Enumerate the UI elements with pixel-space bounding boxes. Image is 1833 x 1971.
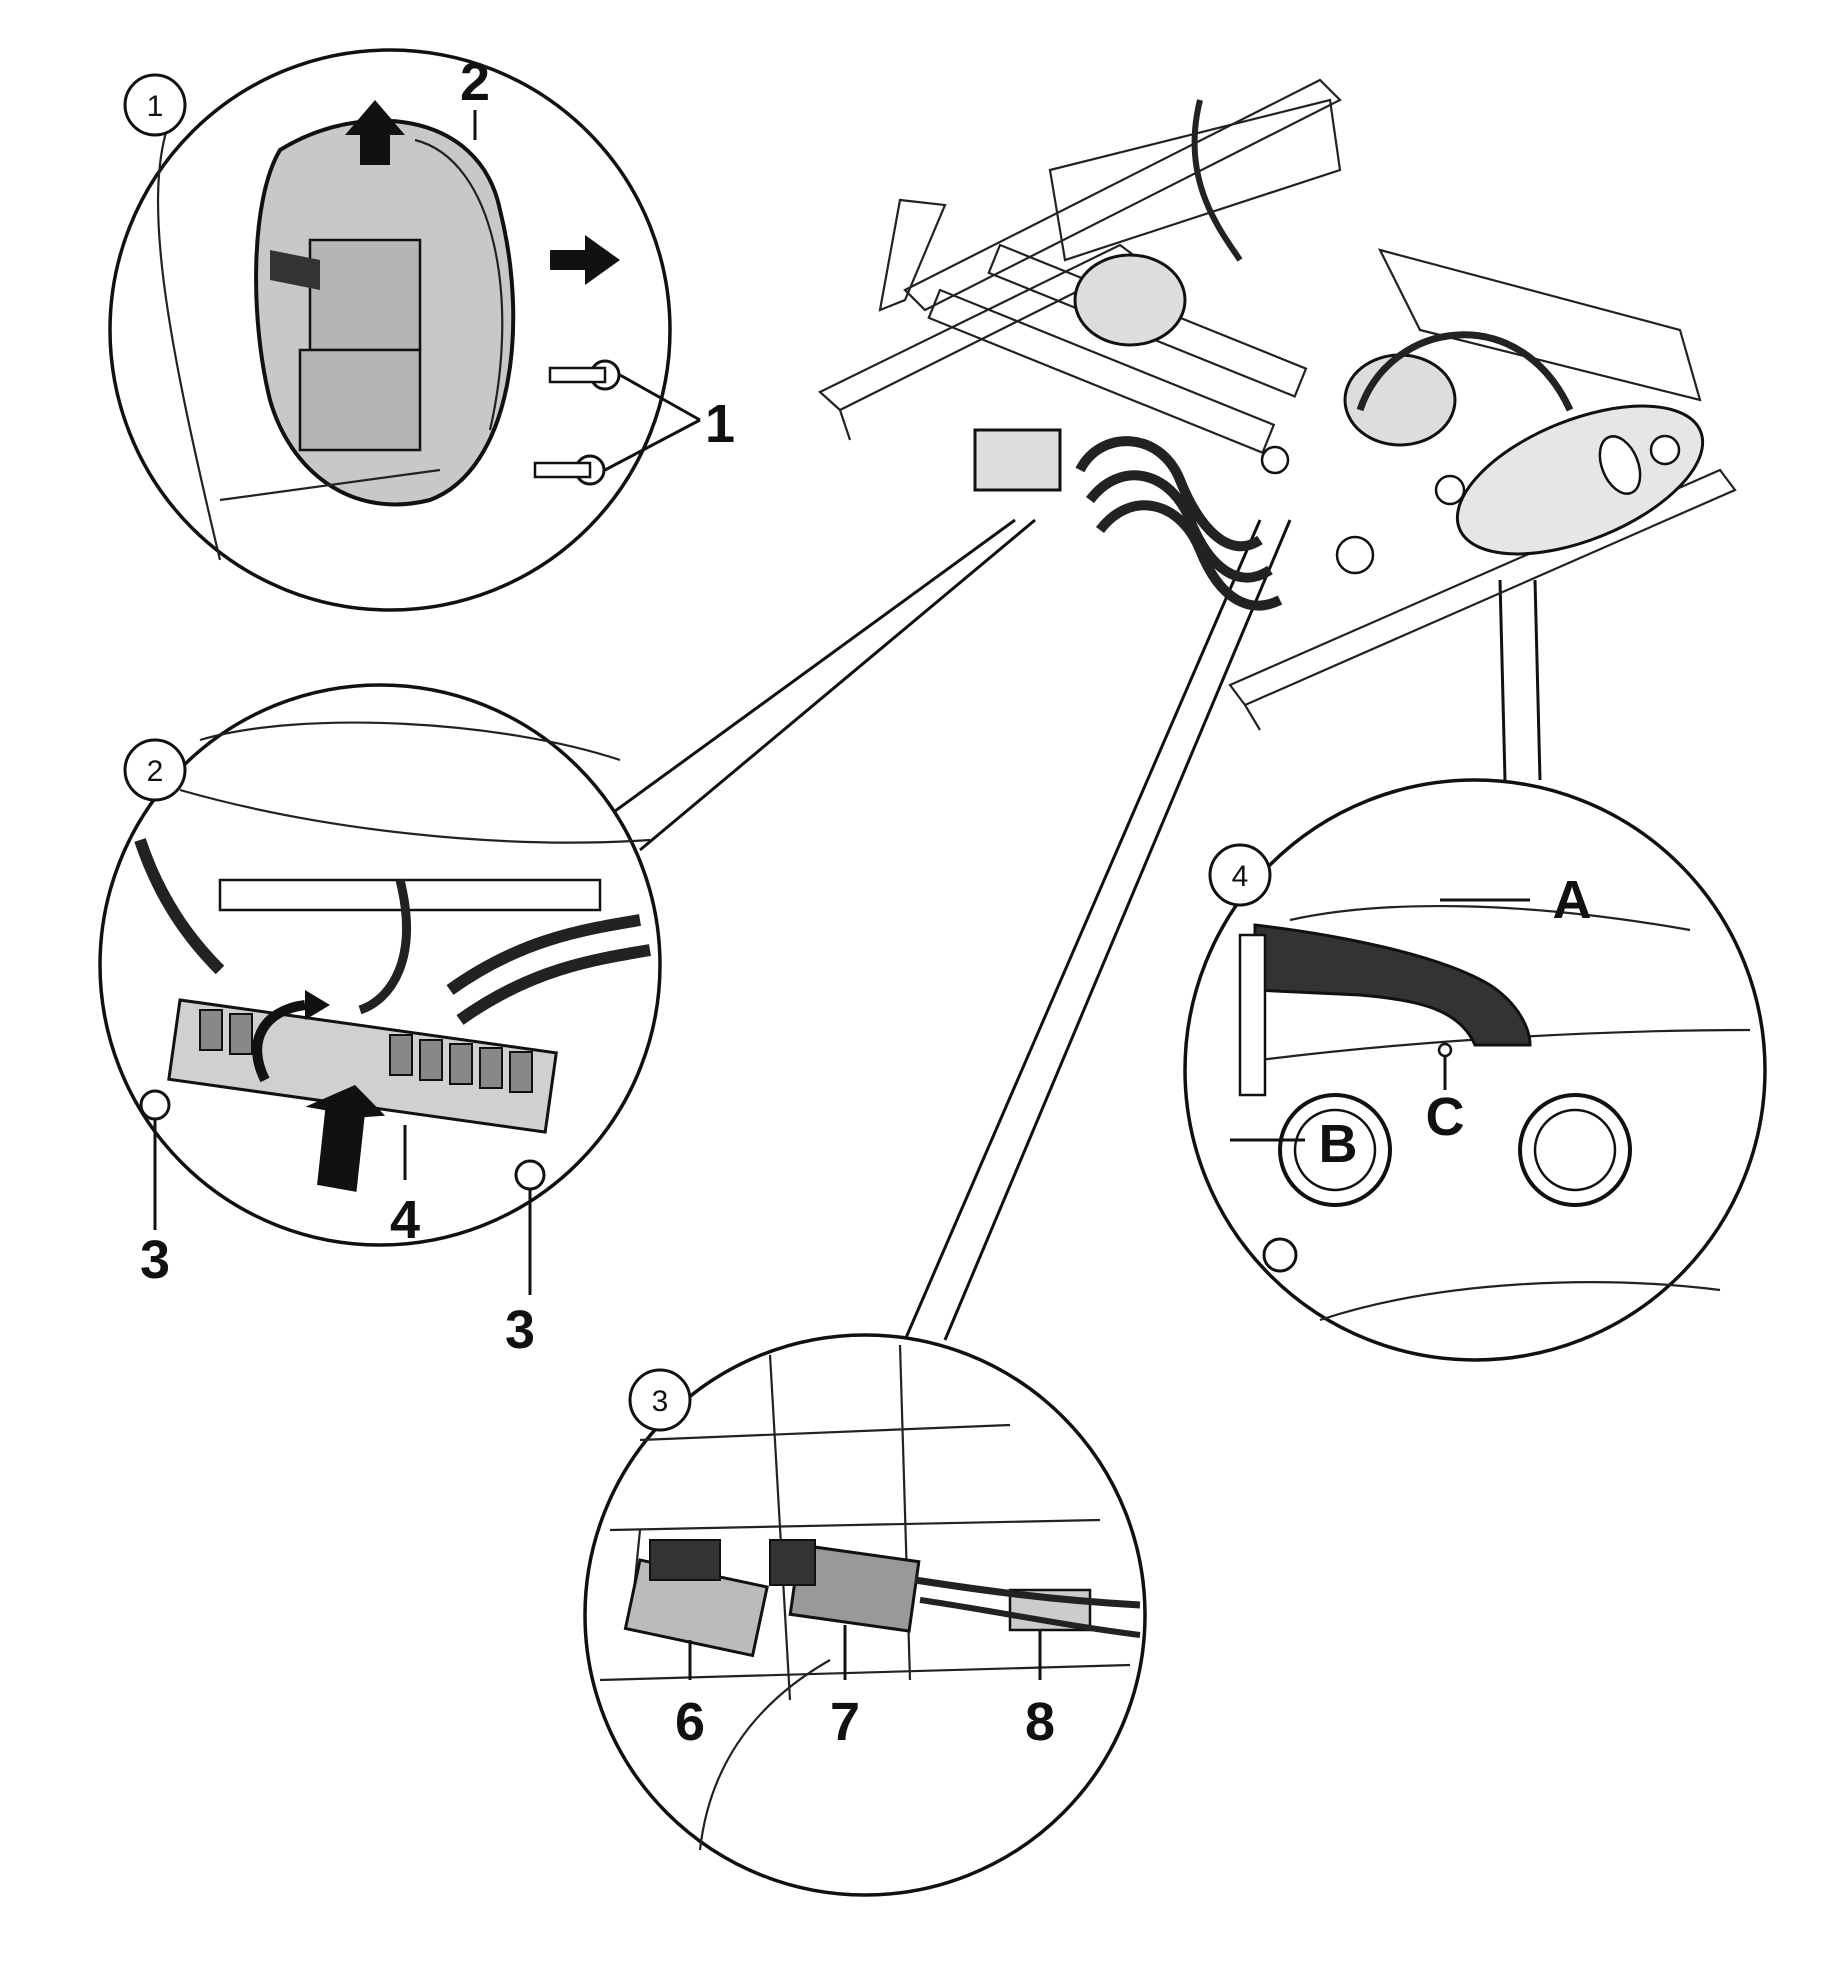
callout-label: 8 [1025, 1692, 1055, 1752]
mounting-bolt [139, 1089, 171, 1121]
step-number: 2 [147, 755, 164, 788]
screw [548, 359, 621, 391]
callout-label: C [1426, 1087, 1465, 1147]
arrow-right-icon [550, 235, 620, 285]
callout-label: 3 [140, 1230, 170, 1290]
mounting-bolt [514, 1159, 546, 1191]
step-number: 1 [147, 90, 164, 123]
detail-1: 1 2 1 [108, 48, 735, 612]
step-number: 3 [652, 1385, 669, 1418]
callout-label: B [1319, 1114, 1358, 1174]
seat-frame [818, 78, 1737, 731]
screw [533, 454, 606, 486]
detail-3: 3 6 7 8 [583, 1333, 1147, 1897]
arrow-up-icon [345, 100, 405, 165]
detail-4: 4 A B C [1183, 778, 1767, 1362]
callout-label: 4 [390, 1190, 420, 1250]
callout-label: 7 [830, 1692, 860, 1752]
push-arrow-icon [305, 1085, 386, 1192]
leader-lines [599, 518, 1542, 1341]
callout-label: 1 [705, 394, 735, 454]
callout-label: 2 [460, 52, 490, 112]
callout-label: 6 [675, 1692, 705, 1752]
callout-label: A [1553, 870, 1592, 930]
step-number: 4 [1232, 860, 1249, 893]
callout-label: 3 [505, 1300, 535, 1360]
detail-2: 2 3 4 3 [98, 683, 662, 1360]
rotate-arrow-icon [252, 1000, 306, 1083]
